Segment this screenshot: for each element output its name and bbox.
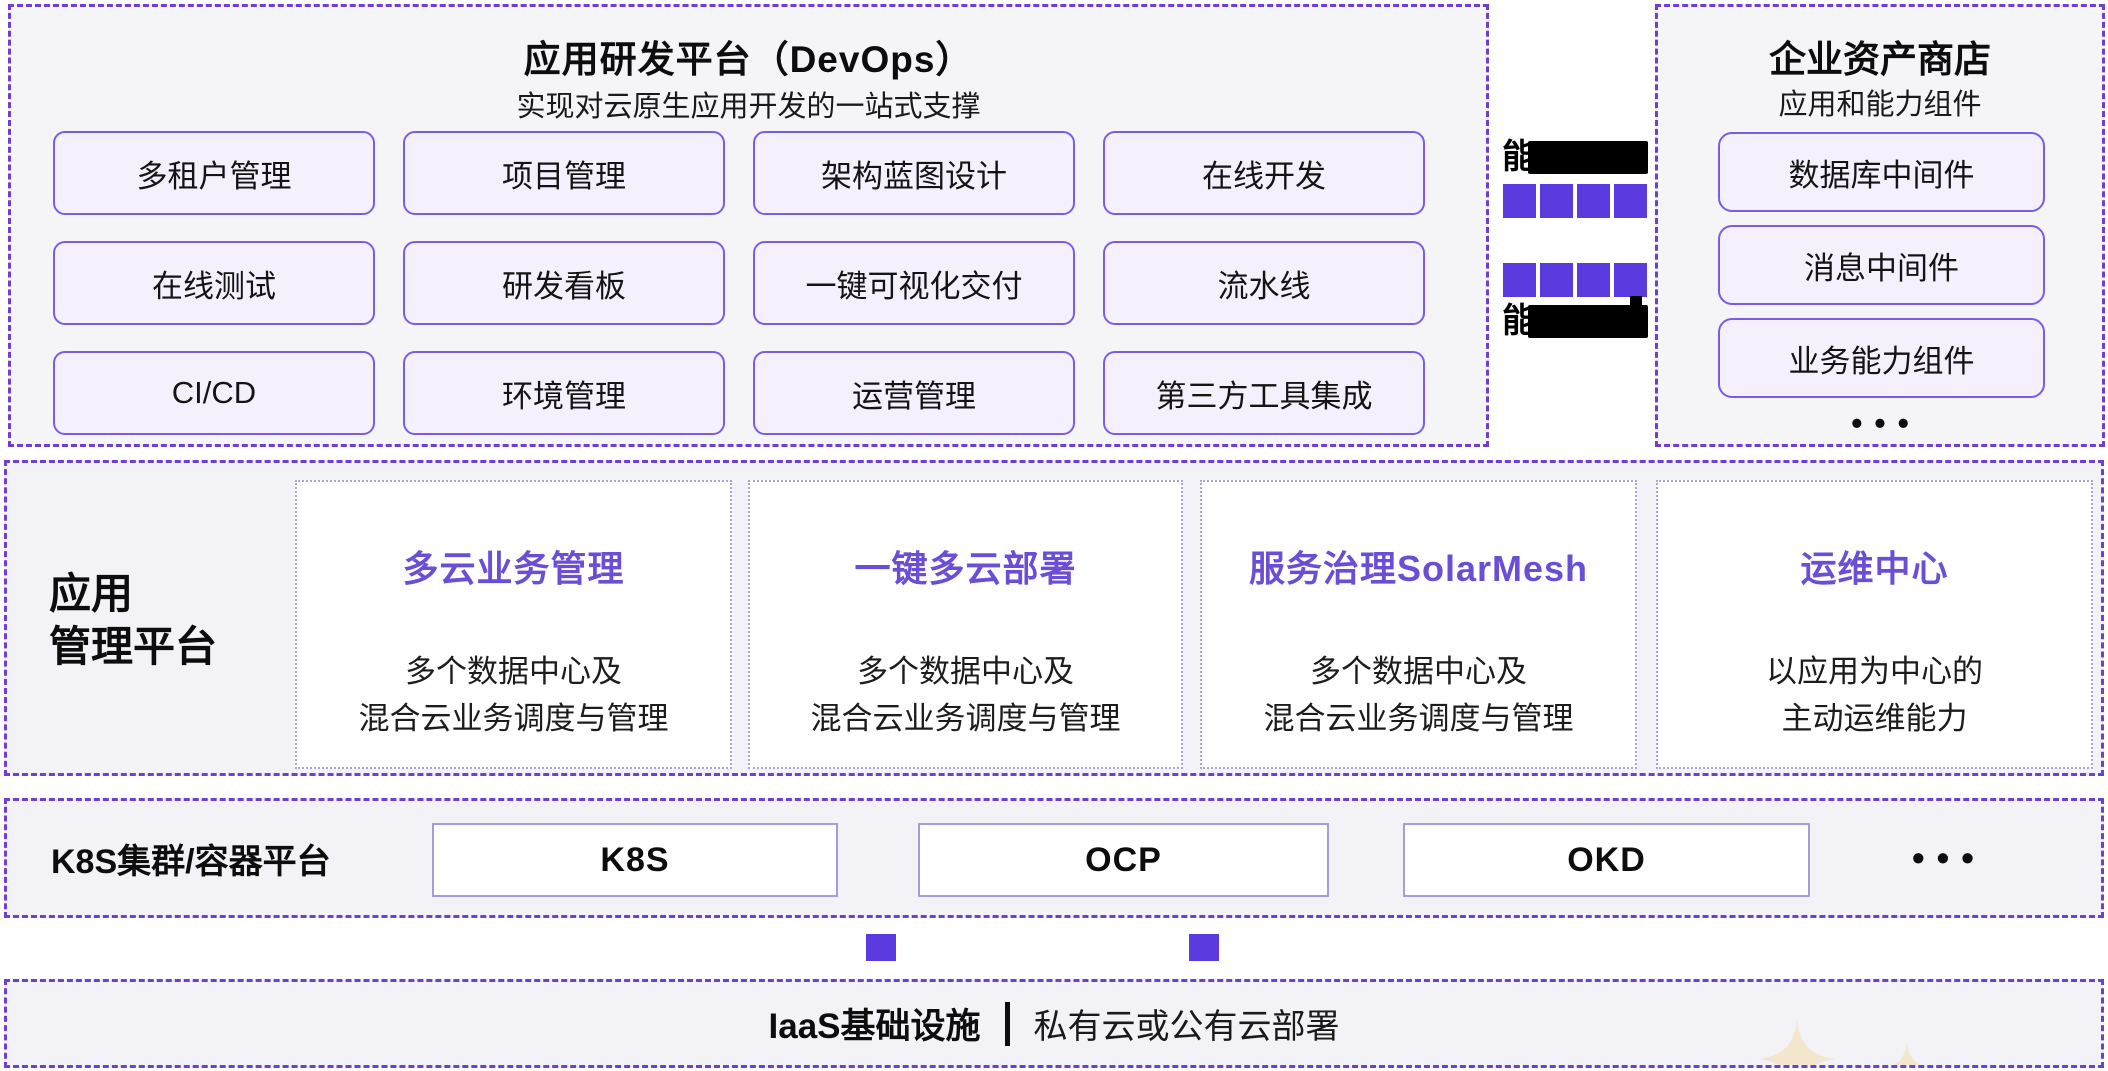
connector-square bbox=[1540, 263, 1573, 297]
ocp-platform-box: OCP bbox=[918, 823, 1329, 897]
asset-store-panel: 企业资产商店 应用和能力组件 数据库中间件 消息中间件 业务能力组件 ••• bbox=[1655, 4, 2105, 447]
iaas-band-subtitle: 私有云或公有云部署 bbox=[1033, 1008, 1340, 1046]
band-connector-square bbox=[1189, 934, 1219, 961]
more-platforms-ellipsis: ••• bbox=[1912, 837, 1986, 878]
connector-square bbox=[1503, 184, 1536, 218]
app-management-label: 应用 管理平台 bbox=[49, 567, 217, 673]
card-description-line: 以应用为中心的 bbox=[1766, 654, 1983, 689]
devops-feature-chip: 一键可视化交付 bbox=[753, 241, 1075, 325]
card-title: 服务治理SolarMesh bbox=[1248, 548, 1589, 589]
mgmt-card-one-click-deploy: 一键多云部署 多个数据中心及 混合云业务调度与管理 bbox=[748, 480, 1183, 769]
devops-feature-chip: 环境管理 bbox=[403, 351, 725, 435]
card-description: 多个数据中心及 混合云业务调度与管理 bbox=[750, 648, 1181, 742]
connector-square bbox=[1614, 263, 1647, 297]
capability-label-redacted-top: 能 bbox=[1502, 140, 1648, 174]
devops-feature-chip: 运营管理 bbox=[753, 351, 1075, 435]
devops-feature-chip: 项目管理 bbox=[403, 131, 725, 215]
card-description: 多个数据中心及 混合云业务调度与管理 bbox=[1202, 648, 1635, 742]
connector-square bbox=[1577, 184, 1610, 218]
card-title: 一键多云部署 bbox=[854, 548, 1077, 589]
k8s-container-band: K8S集群/容器平台 K8S OCP OKD ••• bbox=[4, 798, 2104, 918]
k8s-band-label: K8S集群/容器平台 bbox=[51, 842, 331, 881]
card-description-line: 混合云业务调度与管理 bbox=[1263, 701, 1574, 736]
vertical-divider bbox=[1004, 1001, 1010, 1046]
devops-panel-title: 应用研发平台（DevOps） bbox=[523, 39, 974, 80]
devops-feature-chip: 流水线 bbox=[1103, 241, 1425, 325]
devops-feature-grid: 多租户管理 项目管理 架构蓝图设计 在线开发 在线测试 研发看板 一键可视化交付… bbox=[53, 131, 1435, 435]
card-title: 运维中心 bbox=[1800, 548, 1949, 589]
card-description-line: 主动运维能力 bbox=[1781, 701, 1968, 736]
app-management-label-line2: 管理平台 bbox=[49, 623, 218, 670]
card-description-line: 混合云业务调度与管理 bbox=[358, 701, 669, 736]
asset-store-title: 企业资产商店 bbox=[1769, 39, 1991, 80]
card-description: 以应用为中心的 主动运维能力 bbox=[1658, 648, 2091, 742]
connector-square-row-bottom bbox=[1503, 263, 1647, 297]
okd-platform-box: OKD bbox=[1403, 823, 1810, 897]
card-description-line: 多个数据中心及 bbox=[405, 654, 622, 689]
card-description-line: 多个数据中心及 bbox=[1310, 654, 1527, 689]
devops-feature-chip: CI/CD bbox=[53, 351, 375, 435]
asset-store-chip: 数据库中间件 bbox=[1718, 132, 2045, 212]
redaction-bar bbox=[1528, 296, 1648, 338]
sparkle-decoration-icon bbox=[1893, 1042, 1921, 1065]
connector-square bbox=[1614, 184, 1647, 218]
redaction-bar bbox=[1528, 141, 1648, 174]
connector-square bbox=[1577, 263, 1610, 297]
card-title: 多云业务管理 bbox=[402, 548, 625, 589]
capability-label-redacted-bottom: 能 bbox=[1502, 296, 1648, 338]
connector-square bbox=[1503, 263, 1536, 297]
app-management-band: 应用 管理平台 多云业务管理 多个数据中心及 混合云业务调度与管理 一键多云部署… bbox=[4, 460, 2104, 776]
k8s-platform-box: K8S bbox=[432, 823, 838, 897]
asset-store-chip: 业务能力组件 bbox=[1718, 318, 2045, 398]
mgmt-card-ops-center: 运维中心 以应用为中心的 主动运维能力 bbox=[1656, 480, 2093, 769]
devops-platform-panel: 应用研发平台（DevOps） 实现对云原生应用开发的一站式支撑 多租户管理 项目… bbox=[8, 4, 1489, 447]
iaas-band-title: IaaS基础设施 bbox=[768, 1007, 981, 1046]
devops-feature-chip: 架构蓝图设计 bbox=[753, 131, 1075, 215]
card-description-line: 多个数据中心及 bbox=[857, 654, 1074, 689]
devops-feature-chip: 研发看板 bbox=[403, 241, 725, 325]
app-management-label-line1: 应用 bbox=[49, 570, 134, 617]
mgmt-card-service-governance: 服务治理SolarMesh 多个数据中心及 混合云业务调度与管理 bbox=[1200, 480, 1637, 769]
devops-feature-chip: 在线开发 bbox=[1103, 131, 1425, 215]
devops-feature-chip: 第三方工具集成 bbox=[1103, 351, 1425, 435]
connector-square bbox=[1540, 184, 1573, 218]
card-description-line: 混合云业务调度与管理 bbox=[810, 701, 1121, 736]
devops-feature-chip: 多租户管理 bbox=[53, 131, 375, 215]
asset-store-subtitle: 应用和能力组件 bbox=[1778, 89, 1982, 121]
asset-store-chip: 消息中间件 bbox=[1718, 225, 2045, 305]
devops-feature-chip: 在线测试 bbox=[53, 241, 375, 325]
iaas-band: IaaS基础设施 私有云或公有云部署 bbox=[4, 979, 2104, 1068]
mgmt-card-multicloud-business: 多云业务管理 多个数据中心及 混合云业务调度与管理 bbox=[295, 480, 732, 769]
sparkle-decoration-icon bbox=[1758, 1020, 1836, 1065]
card-description: 多个数据中心及 混合云业务调度与管理 bbox=[297, 648, 730, 742]
devops-panel-subtitle: 实现对云原生应用开发的一站式支撑 bbox=[516, 91, 981, 123]
connector-square-row-top bbox=[1503, 184, 1647, 218]
band-connector-square bbox=[866, 934, 896, 961]
more-items-ellipsis: ••• bbox=[1851, 405, 1921, 441]
